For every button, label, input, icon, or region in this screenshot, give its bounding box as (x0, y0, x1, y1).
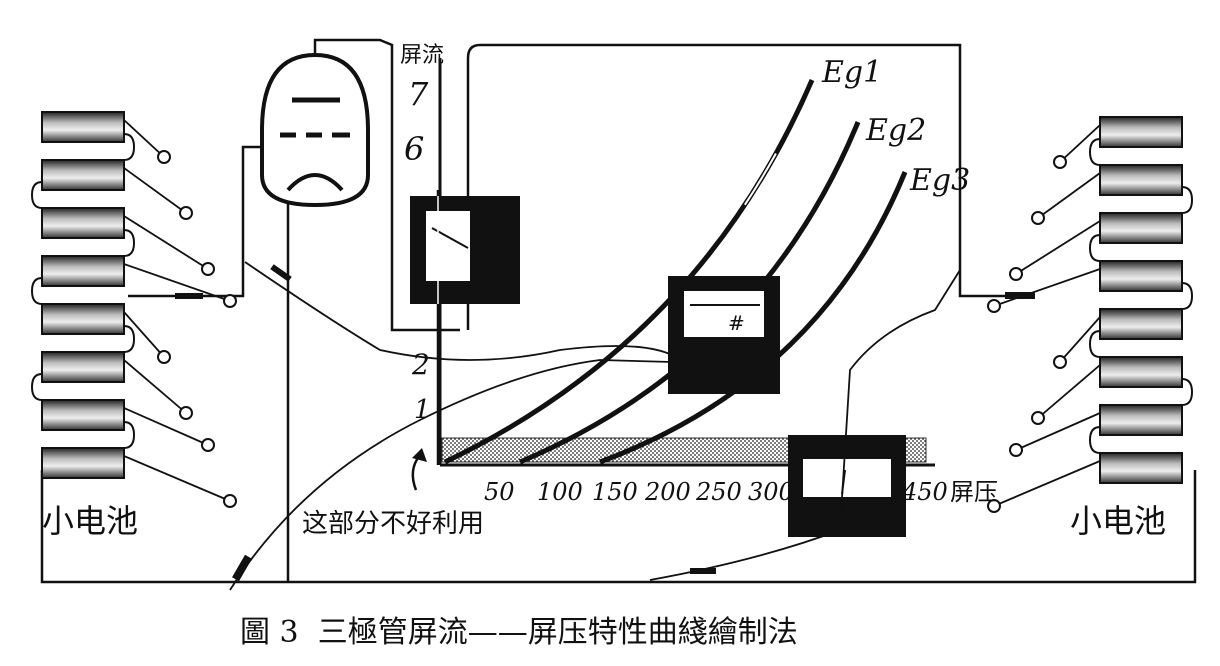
battery-cell (41, 351, 125, 383)
x-tick-250: 250 (695, 478, 742, 506)
battery-cell (1099, 116, 1183, 148)
battery-bank-right (987, 116, 1194, 513)
battery-cell (1099, 212, 1183, 244)
svg-text:#: # (728, 311, 745, 335)
x-tick-50: 50 (484, 478, 515, 506)
x-axis-label: 屏压 (950, 478, 998, 506)
meter-plate-current (410, 196, 520, 304)
battery-terminal (179, 406, 193, 420)
battery-label-right: 小电池 (1070, 502, 1166, 540)
battery-terminal (1031, 411, 1045, 425)
y-tick-6: 6 (404, 130, 424, 168)
battery-cell (1099, 356, 1183, 388)
triode-tube (260, 52, 370, 208)
curve-eg3 (599, 171, 908, 465)
curve-eg1 (443, 79, 815, 465)
meter-plate-voltage (788, 435, 906, 537)
unusable-note: 这部分不好利用 (302, 509, 484, 539)
probe-plugs (175, 264, 1035, 582)
battery-terminal (1009, 267, 1023, 281)
meter-grid-voltage: # (668, 276, 780, 394)
battery-cell (41, 447, 125, 479)
curve-label-eg1: Eg1 (821, 55, 882, 90)
x-tick-450: 450 (901, 478, 948, 506)
cathode-electrode (286, 173, 344, 192)
battery-terminal (179, 206, 193, 220)
battery-terminal (1053, 355, 1067, 369)
battery-cell (41, 159, 125, 191)
battery-cell (41, 255, 125, 287)
battery-terminal (987, 299, 1001, 313)
curve-label-eg3: Eg3 (909, 163, 970, 198)
battery-cell (41, 303, 125, 335)
battery-cell (41, 111, 125, 143)
battery-terminal (1053, 155, 1067, 169)
figure-caption: 圖 3 三極管屏流——屏压特性曲綫繪制法 (240, 615, 798, 650)
y-tick-7: 7 (408, 75, 429, 113)
curve-label-eg2: Eg2 (865, 113, 926, 148)
y-tick-1: 1 (414, 395, 431, 425)
x-tick-200: 200 (644, 478, 691, 506)
battery-terminal (157, 150, 171, 164)
battery-terminal (201, 262, 215, 276)
battery-bank-left (30, 111, 237, 508)
battery-terminal (157, 350, 171, 364)
x-tick-300: 300 (748, 478, 794, 506)
x-tick-150: 150 (592, 478, 638, 506)
battery-terminal (223, 294, 237, 308)
battery-terminal (223, 494, 237, 508)
battery-terminal (1031, 211, 1045, 225)
y-axis-label: 屏流 (400, 43, 444, 68)
battery-cell (1099, 452, 1183, 484)
battery-cell (1099, 260, 1183, 292)
battery-label-left: 小电池 (42, 502, 138, 540)
battery-terminal (1009, 443, 1023, 457)
signal-wires (229, 261, 961, 591)
battery-cell (1099, 308, 1183, 340)
battery-terminal (201, 438, 215, 452)
y-tick-2: 2 (411, 348, 430, 381)
battery-terminal (987, 499, 1001, 513)
battery-cell (1099, 404, 1183, 436)
battery-cell (41, 207, 125, 239)
x-tick-100: 100 (537, 478, 583, 506)
battery-cell (1099, 164, 1183, 196)
battery-cell (41, 399, 125, 431)
note-arrow (411, 454, 421, 491)
